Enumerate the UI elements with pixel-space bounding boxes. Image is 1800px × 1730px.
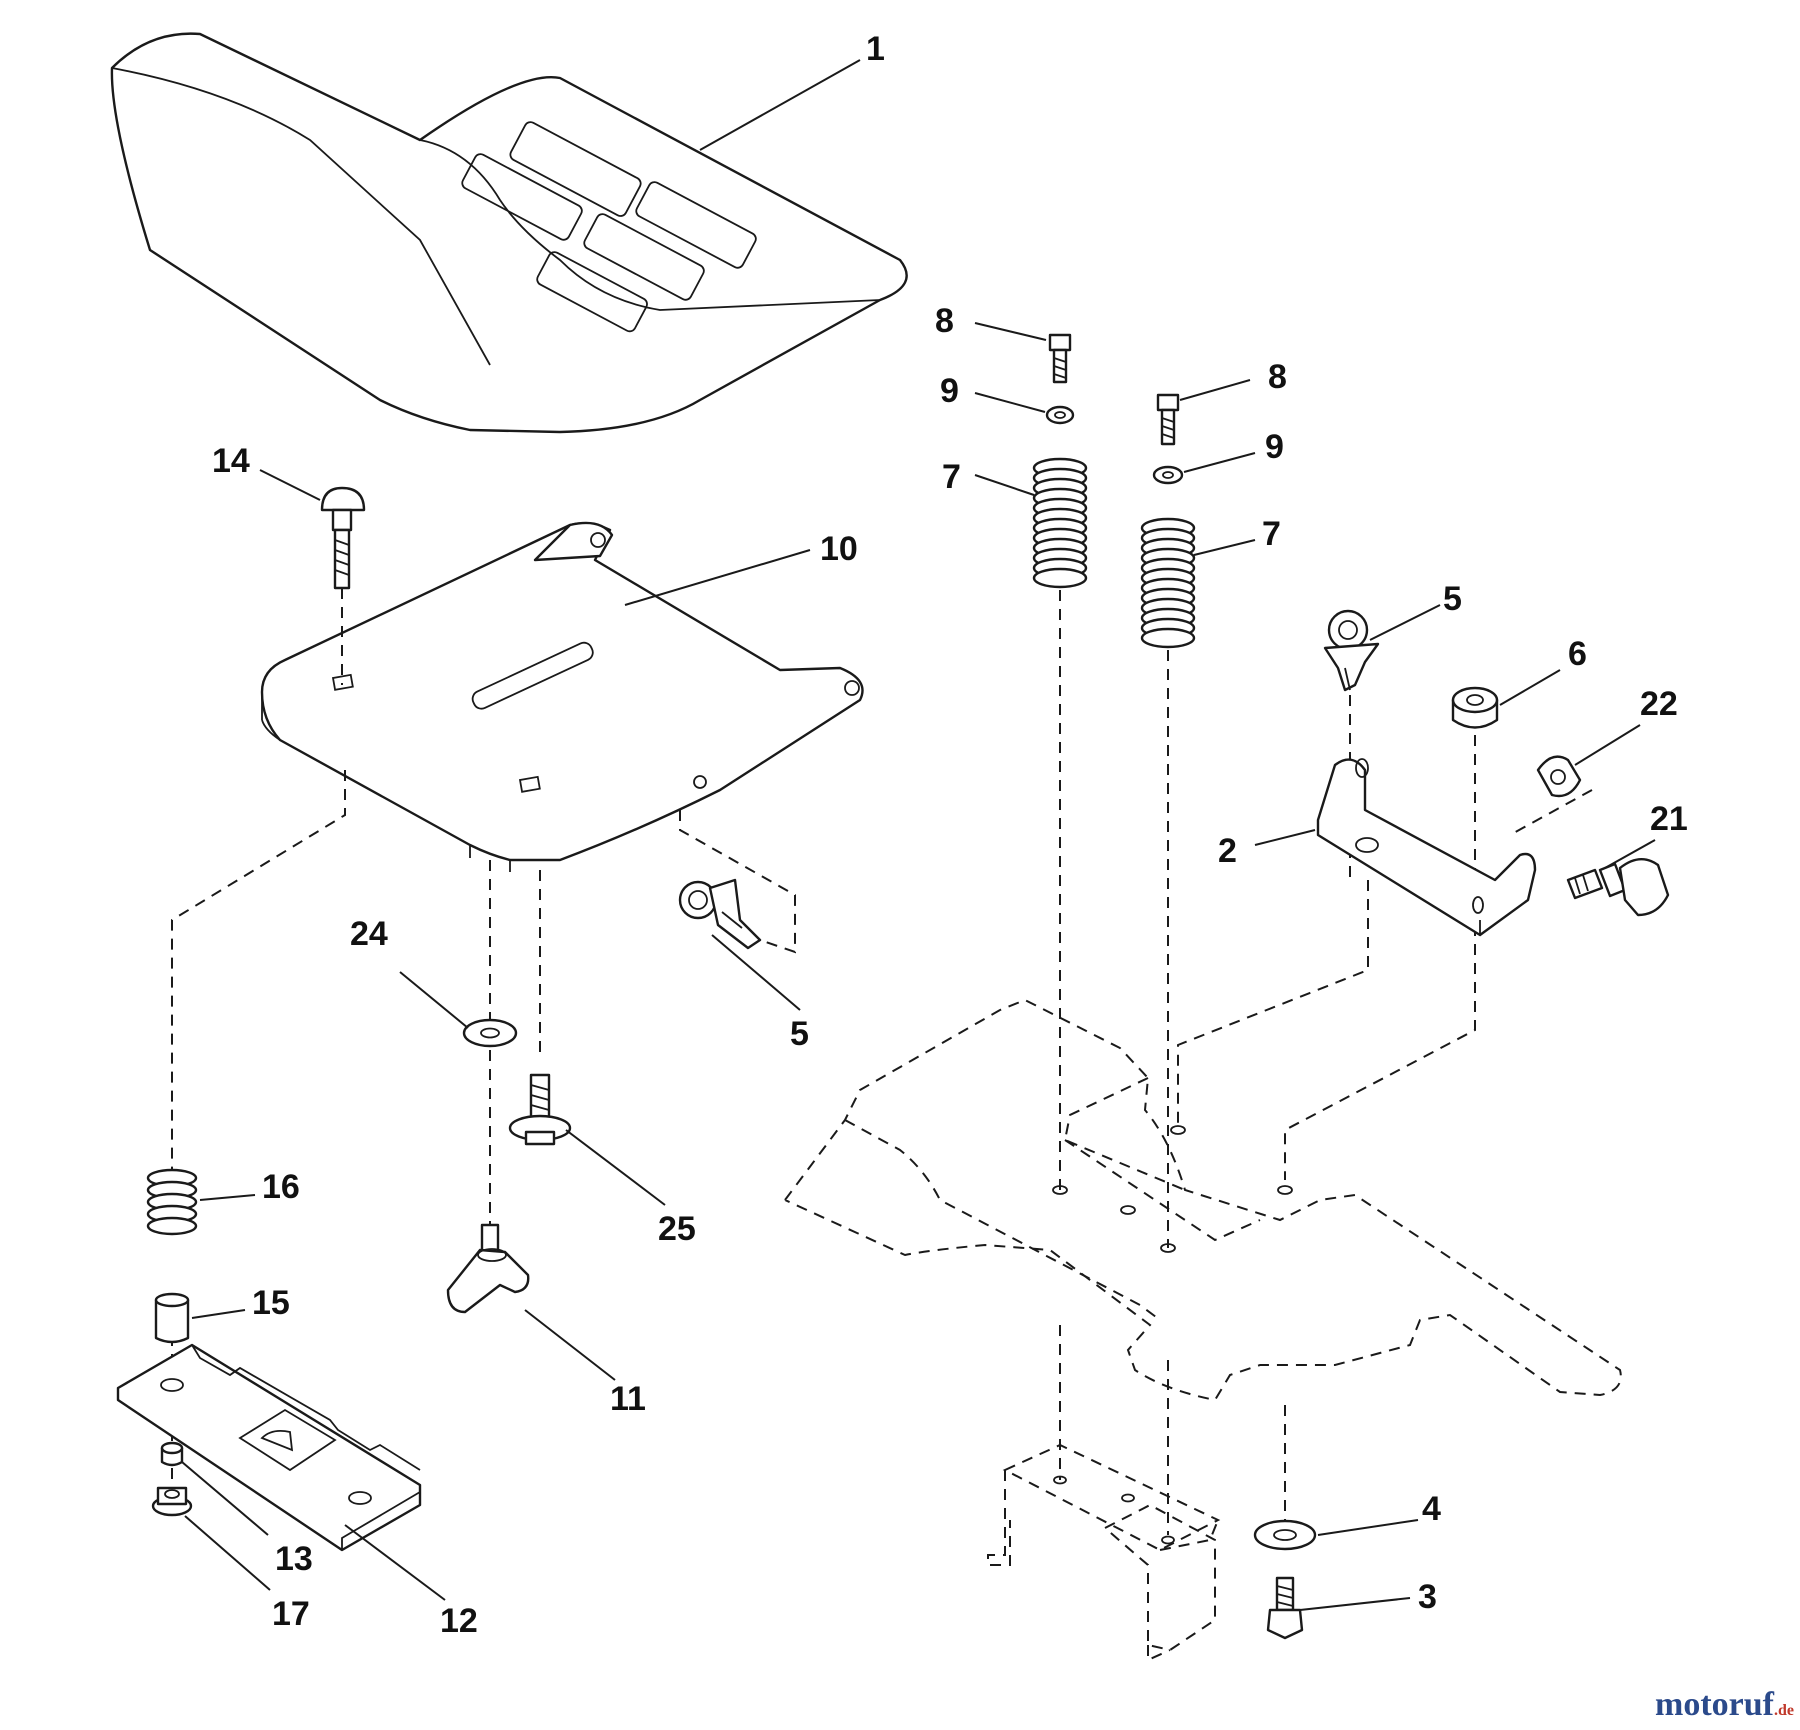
spacer-part — [154, 1292, 190, 1344]
spring-part-16 — [146, 1168, 198, 1236]
assembly-line-nut6 — [1284, 735, 1476, 1180]
mounting-frame-outline — [987, 1443, 1221, 1662]
callout-17: 17 — [272, 1595, 310, 1633]
callout-1: 1 — [866, 30, 885, 68]
callout-7-left: 7 — [942, 458, 961, 496]
spring-part-7-right — [1140, 517, 1196, 649]
leader-9-right — [1183, 452, 1256, 473]
leader-21 — [1604, 839, 1656, 869]
bracket-plate-part — [116, 1343, 422, 1552]
assembly-line-spring16 — [171, 770, 346, 1180]
clip-part-lower — [678, 878, 762, 950]
callout-21: 21 — [1650, 800, 1688, 838]
watermark-brand: motoruf — [1655, 1686, 1774, 1723]
callout-7-right: 7 — [1262, 515, 1281, 553]
assembly-line-clip5 — [679, 810, 796, 954]
callout-12: 12 — [440, 1602, 478, 1640]
fender-outline — [784, 998, 1622, 1535]
leader-7-right — [1193, 539, 1256, 556]
assembly-line-bracket — [1177, 880, 1369, 1130]
hex-bolt-part — [1266, 1576, 1304, 1640]
leader-2 — [1254, 829, 1316, 846]
callout-6: 6 — [1568, 635, 1587, 673]
leader-3 — [1299, 1597, 1411, 1611]
leader-14 — [259, 469, 321, 501]
nut-part-22 — [1536, 755, 1582, 798]
leader-9-left — [974, 392, 1046, 413]
flange-nut-part — [151, 1486, 193, 1517]
washer-part-24 — [462, 1018, 518, 1048]
spring-part-7-left — [1032, 457, 1088, 589]
callout-9-left: 9 — [940, 372, 959, 410]
leader-10 — [624, 549, 811, 606]
shoulder-bolt-part — [1566, 858, 1670, 917]
callout-25: 25 — [658, 1210, 696, 1248]
callout-9-right: 9 — [1265, 428, 1284, 466]
leader-4 — [1317, 1519, 1419, 1536]
washer-part-9-left — [1045, 405, 1075, 425]
carriage-bolt-part — [320, 486, 366, 590]
leader-7-left — [974, 474, 1035, 496]
washer-part-4 — [1253, 1519, 1317, 1551]
leader-12 — [344, 1524, 446, 1601]
assembly-line-nut22 — [1509, 789, 1593, 836]
watermark-tld: .de — [1774, 1702, 1794, 1719]
callout-5-lower: 5 — [790, 1015, 809, 1053]
callout-5-upper: 5 — [1443, 580, 1462, 618]
leader-16 — [199, 1194, 256, 1201]
callout-10: 10 — [820, 530, 858, 568]
leader-25 — [565, 1129, 666, 1206]
leader-13 — [181, 1461, 269, 1536]
leader-8-left — [974, 322, 1047, 341]
leader-22 — [1574, 724, 1641, 766]
leader-5-lower — [711, 934, 801, 1011]
bolt-part-8-left — [1048, 333, 1072, 384]
callout-11: 11 — [610, 1380, 646, 1418]
knob-part — [446, 1223, 530, 1314]
leader-1 — [699, 59, 861, 151]
callout-8-right: 8 — [1268, 358, 1287, 396]
callout-14: 14 — [212, 442, 250, 480]
clip-part-upper — [1323, 609, 1380, 692]
callout-13: 13 — [275, 1540, 313, 1578]
nut-part-13 — [160, 1441, 184, 1467]
leader-17 — [184, 1515, 271, 1591]
seat-bracket-part — [1316, 758, 1537, 937]
watermark-logo: motoruf.de — [1655, 1686, 1794, 1724]
flange-bolt-part — [508, 1073, 572, 1146]
callout-8-left: 8 — [935, 302, 954, 340]
callout-2: 2 — [1218, 832, 1237, 870]
callout-4: 4 — [1422, 1490, 1441, 1528]
leader-15 — [191, 1309, 246, 1319]
callout-16: 16 — [262, 1168, 300, 1206]
leader-8-right — [1179, 379, 1251, 401]
leader-11 — [524, 1309, 616, 1381]
callout-22: 22 — [1640, 685, 1678, 723]
callout-15: 15 — [252, 1284, 290, 1322]
leader-6 — [1499, 669, 1561, 706]
callout-3: 3 — [1418, 1578, 1437, 1616]
nut-part-6 — [1451, 686, 1499, 729]
seat-part — [110, 32, 908, 434]
leader-24 — [399, 971, 469, 1029]
leader-5-upper — [1369, 604, 1441, 641]
seat-pan-part — [260, 521, 864, 872]
callout-24: 24 — [350, 915, 388, 953]
washer-part-9-right — [1152, 465, 1184, 485]
bolt-part-8-right — [1156, 393, 1180, 446]
